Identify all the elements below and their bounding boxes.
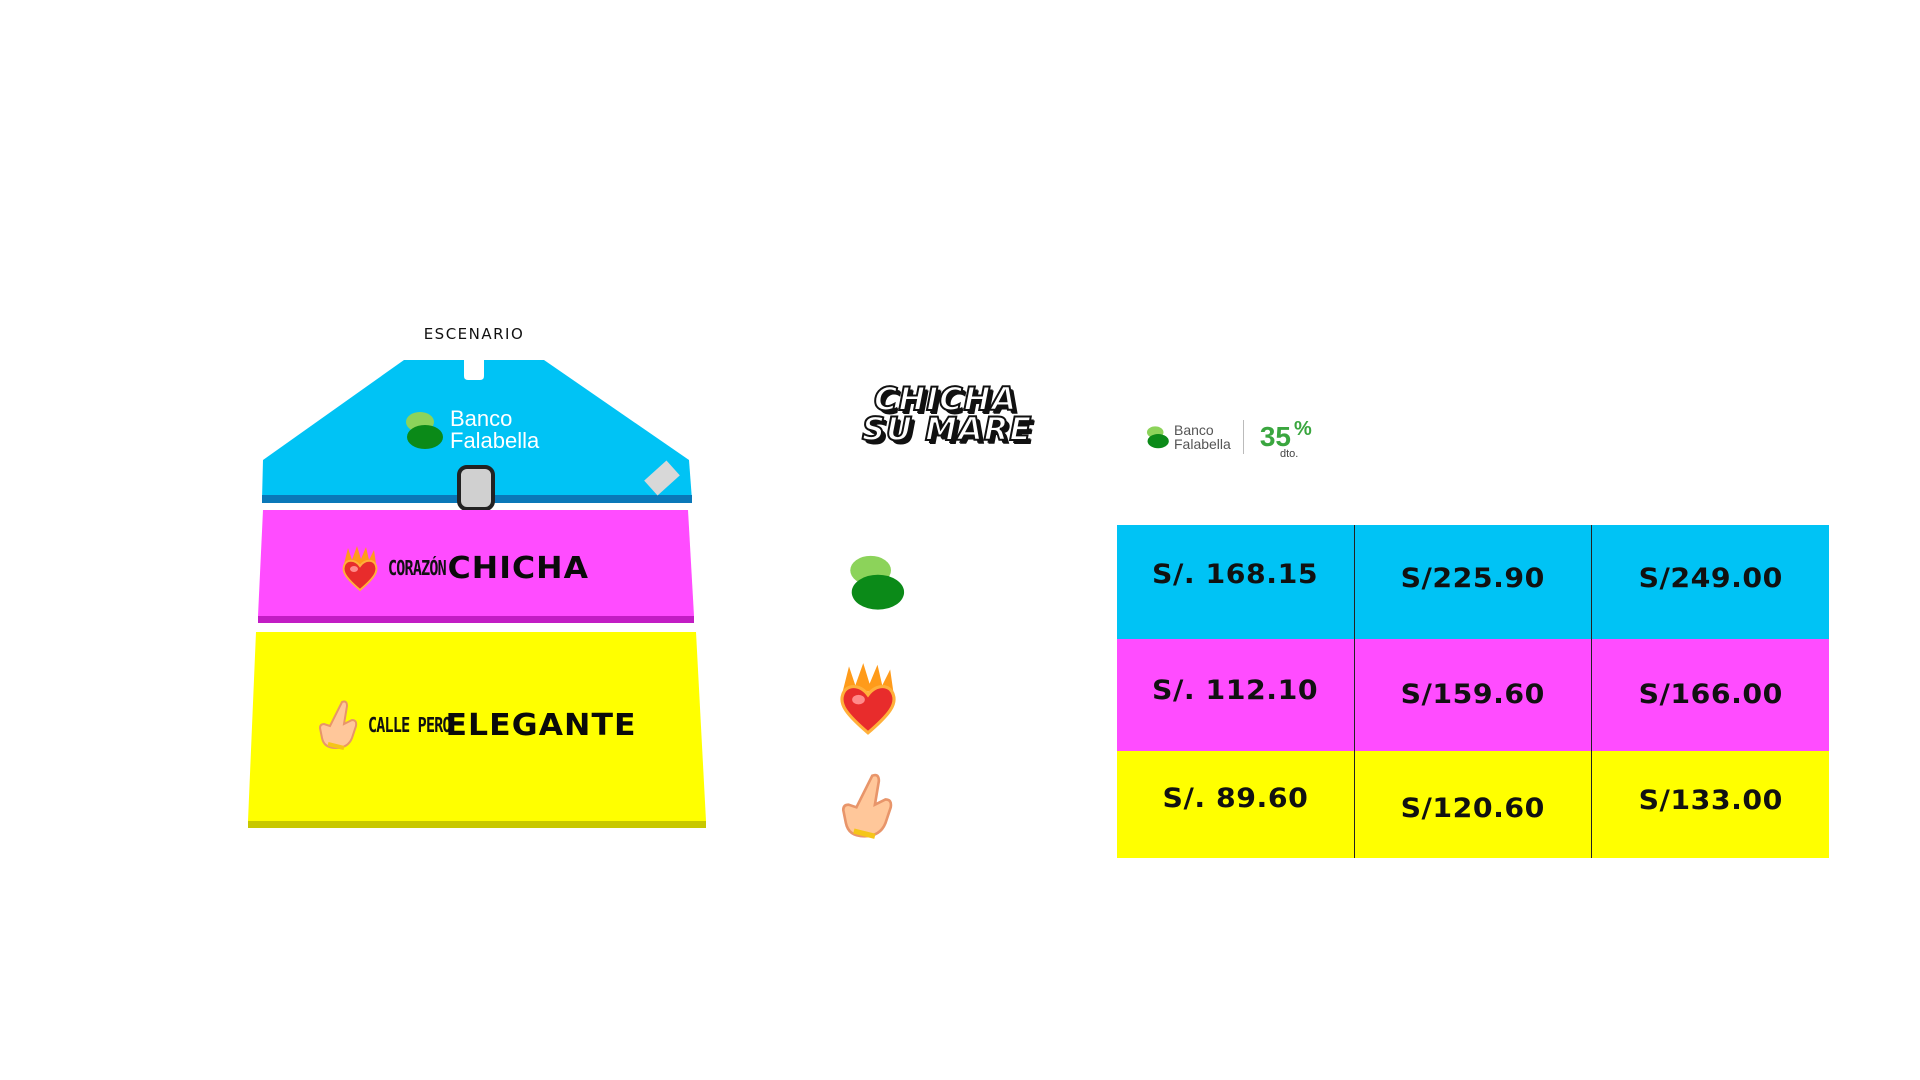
banco-falabella-leaf-icon	[406, 412, 443, 449]
discount-banco-label: Banco	[1174, 422, 1214, 438]
price-cell: S/. 112.10	[1117, 639, 1355, 751]
map-banco-label: Banco	[450, 406, 513, 431]
price-cell: S/. 168.15	[1117, 525, 1355, 639]
bank-discount-badge: Banco Falabella 35 % dto.	[1144, 417, 1312, 460]
zone-big-chicha: CHICHA	[447, 550, 590, 586]
discount-divider	[1242, 420, 1244, 454]
price-cell: S/166.00	[1638, 679, 1783, 710]
event-logo-line2: SU MARE	[861, 409, 1033, 449]
flaming-heart-icon	[840, 663, 896, 735]
map-falabella-label: Falabella	[450, 428, 540, 453]
stage-label: ESCENARIO	[423, 325, 525, 343]
price-row-calle-pero-elegante: S/. 89.60 S/120.60 S/133.00	[1117, 751, 1829, 858]
price-row-corazon-chicha: S/. 112.10 S/159.60 S/166.00	[1117, 639, 1829, 751]
pointing-hand-icon	[841, 773, 893, 839]
event-logo-line1: CHICHA	[873, 379, 1018, 419]
zone-small-calle-pero: CALLE PERO	[368, 713, 452, 737]
zone-label-corazon-chicha: CORAZÓN CHICHA	[340, 540, 590, 596]
zone-calle-pero-elegante[interactable]	[248, 632, 706, 828]
price-cell: S/120.60	[1355, 751, 1592, 858]
price-table: S/. 168.15 S/225.90 S/249.00 S/. 112.10 …	[1117, 525, 1829, 858]
map-banco-falabella-logo: Banco Falabella	[402, 408, 539, 452]
price-cell: S/133.00	[1638, 785, 1783, 816]
price-cell: S/249.00	[1638, 563, 1783, 594]
discount-falabella-label: Falabella	[1174, 436, 1231, 452]
banco-falabella-leaf-icon	[1146, 426, 1169, 449]
discount-value: 35	[1259, 421, 1291, 452]
pointing-hand-icon	[318, 700, 358, 750]
zone-big-elegante: ELEGANTE	[445, 707, 637, 743]
zone-small-corazon: CORAZÓN	[388, 556, 447, 580]
zone-corazon-chicha[interactable]	[258, 510, 694, 623]
sound-booth	[457, 465, 495, 511]
price-row-banco-falabella: S/. 168.15 S/225.90 S/249.00	[1117, 525, 1829, 639]
zone-label-calle-pero-elegante: CALLE PERO ELEGANTE	[316, 695, 636, 755]
discount-percent-symbol: %	[1293, 417, 1312, 440]
banco-falabella-leaf-icon	[850, 555, 905, 610]
discount-suffix: dto.	[1280, 448, 1299, 460]
price-cell: S/159.60	[1355, 639, 1592, 751]
zone-banco-falabella[interactable]	[262, 360, 692, 503]
event-logo: CHICHA SU MARE	[858, 379, 1033, 450]
price-cell: S/225.90	[1355, 525, 1592, 639]
price-cell: S/. 89.60	[1117, 751, 1355, 858]
flaming-heart-icon	[342, 546, 378, 592]
